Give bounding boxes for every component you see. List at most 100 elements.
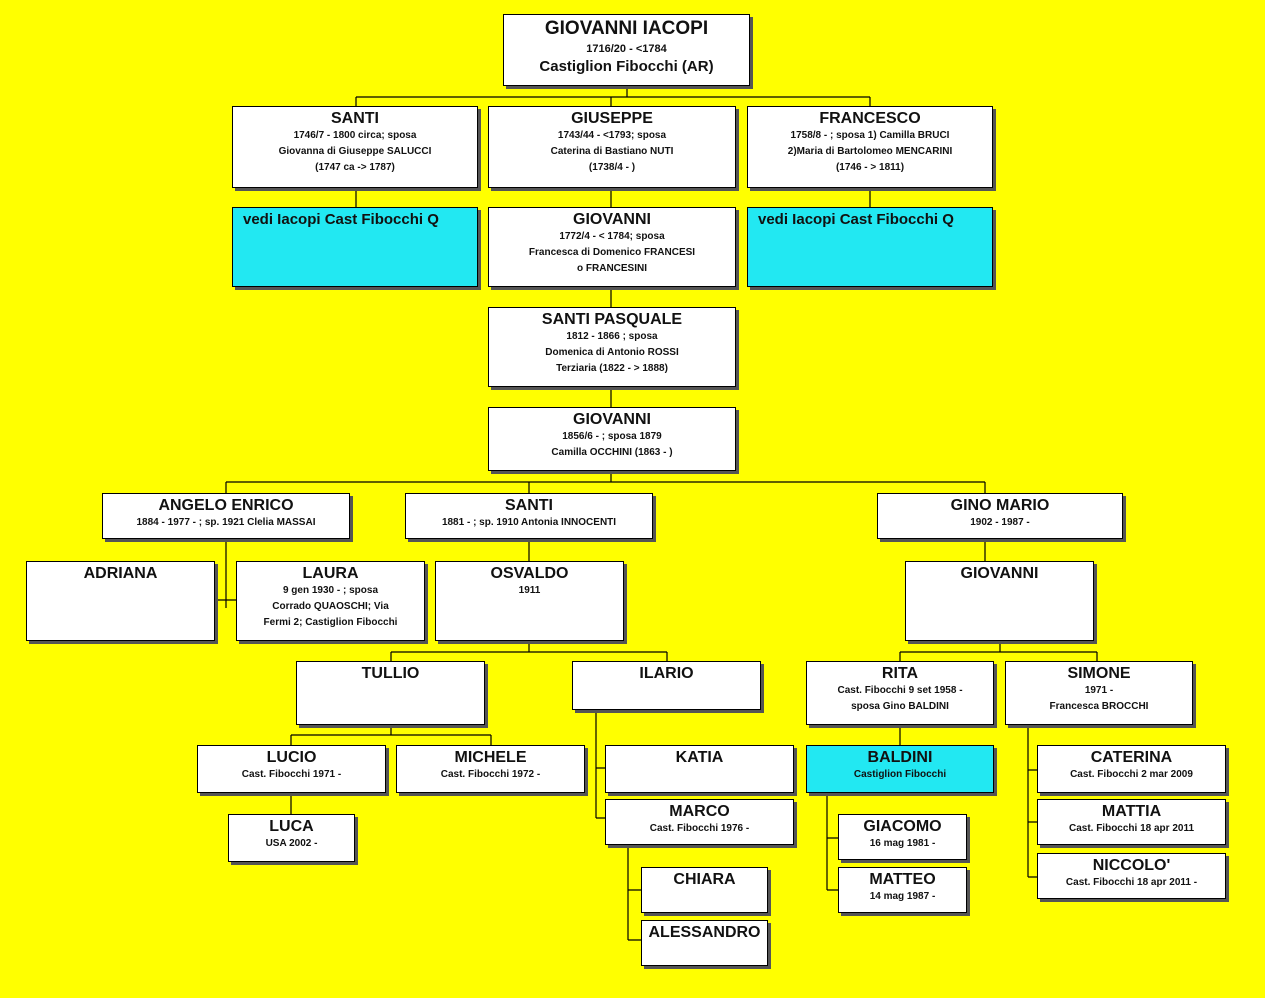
person-name: LAURA [302,565,359,582]
person-place: Castiglion Fibocchi (AR) [539,58,714,75]
person-simone: SIMONE 1971 - Francesca BROCCHI [1005,661,1193,725]
person-name: ANGELO ENRICO [158,497,294,514]
person-detail: Terziaria (1822 - > 1888) [556,363,668,374]
person-detail: (1746 - > 1811) [835,162,905,173]
person-detail: Cast. Fibocchi 2 mar 2009 [1070,769,1193,780]
person-name: GIACOMO [863,818,942,835]
person-name: CHIARA [673,871,736,888]
person-detail: (1738/4 - ) [588,162,636,173]
person-osvaldo: OSVALDO 1911 [435,561,624,641]
person-detail: Cast. Fibocchi 1971 - [241,769,342,780]
person-detail: Cast. Fibocchi 18 apr 2011 - [1065,877,1198,888]
person-name: MATTEO [869,871,936,888]
person-name: MICHELE [454,749,527,766]
person-name: SANTI [331,110,379,127]
person-name: ILARIO [639,665,694,682]
person-matteo: MATTEO 14 mag 1987 - [838,867,967,913]
person-giovanni-4: GIOVANNI [905,561,1094,641]
person-detail: Corrado QUAOSCHI; Via [272,601,389,612]
note-text: vedi Iacopi Cast Fibocchi Q [243,211,439,228]
person-gino-mario: GINO MARIO 1902 - 1987 - [877,493,1123,539]
person-detail: 14 mag 1987 - [869,891,936,902]
person-michele: MICHELE Cast. Fibocchi 1972 - [396,745,585,793]
person-adriana: ADRIANA [26,561,215,641]
person-detail: Francesca di Domenico FRANCESI [528,247,696,258]
person-name: GIOVANNI [573,411,651,428]
person-niccolo: NICCOLO' Cast. Fibocchi 18 apr 2011 - [1037,853,1226,899]
person-baldini: BALDINI Castiglion Fibocchi [806,745,994,793]
person-santi-pasquale: SANTI PASQUALE 1812 - 1866 ; sposa Domen… [488,307,736,387]
person-francesco: FRANCESCO 1758/8 - ; sposa 1) Camilla BR… [747,106,993,188]
person-detail: Giovanna di Giuseppe SALUCCI [278,146,432,157]
person-detail: Cast. Fibocchi 1972 - [440,769,541,780]
person-name: LUCA [269,818,314,835]
note-text: vedi Iacopi Cast Fibocchi Q [758,211,954,228]
person-detail: Cast. Fibocchi 9 set 1958 - [837,685,963,696]
person-mattia: MATTIA Cast. Fibocchi 18 apr 2011 [1037,799,1226,845]
person-giuseppe: GIUSEPPE 1743/44 - <1793; sposa Caterina… [488,106,736,188]
person-detail: 16 mag 1981 - [869,838,936,849]
person-name: MATTIA [1101,803,1162,820]
person-name: SANTI PASQUALE [541,311,683,328]
person-name: GIOVANNI [960,565,1039,582]
person-detail: 1902 - 1987 - [970,517,1030,528]
person-detail: 1856/6 - ; sposa 1879 [562,431,662,442]
person-name: GIOVANNI IACOPI [544,18,709,39]
person-detail: 1812 - 1866 ; sposa [566,331,658,342]
person-detail: Domenica di Antonio ROSSI [545,347,679,358]
person-detail: Francesca BROCCHI [1049,701,1149,712]
person-name: GINO MARIO [950,497,1050,514]
person-detail: 1743/44 - <1793; sposa [557,130,667,141]
person-name: SIMONE [1067,665,1131,682]
person-detail: 1758/8 - ; sposa 1) Camilla BRUCI [790,130,950,141]
person-name: ADRIANA [83,565,158,582]
person-name: MARCO [669,803,730,820]
note-see-iacopi-right: vedi Iacopi Cast Fibocchi Q [747,207,993,287]
person-lucio: LUCIO Cast. Fibocchi 1971 - [197,745,386,793]
person-katia: KATIA [605,745,794,793]
person-detail: 1772/4 - < 1784; sposa [559,231,665,242]
person-detail: (1747 ca -> 1787) [315,162,395,173]
person-detail: 9 gen 1930 - ; sposa [282,585,379,596]
person-giacomo: GIACOMO 16 mag 1981 - [838,814,967,860]
person-name: GIUSEPPE [571,110,653,127]
person-detail: Caterina di Bastiano NUTI [550,146,674,157]
person-detail: 2)Maria di Bartolomeo MENCARINI [787,146,953,157]
person-marco: MARCO Cast. Fibocchi 1976 - [605,799,794,845]
person-santi: SANTI 1746/7 - 1800 circa; sposa Giovann… [232,106,478,188]
person-name: TULLIO [361,665,420,682]
person-detail: Castiglion Fibocchi [853,769,947,780]
person-giovanni-iacopi: GIOVANNI IACOPI 1716/20 - <1784 Castigli… [503,14,750,86]
person-santi-2: SANTI 1881 - ; sp. 1910 Antonia INNOCENT… [405,493,653,539]
person-angelo-enrico: ANGELO ENRICO 1884 - 1977 - ; sp. 1921 C… [102,493,350,539]
person-caterina: CATERINA Cast. Fibocchi 2 mar 2009 [1037,745,1226,793]
person-rita: RITA Cast. Fibocchi 9 set 1958 - sposa G… [806,661,994,725]
person-name: CATERINA [1090,749,1173,766]
person-name: ALESSANDRO [648,924,761,941]
person-name: SANTI [505,497,553,514]
person-detail: USA 2002 - [265,838,318,849]
person-chiara: CHIARA [641,867,768,913]
person-detail: Cast. Fibocchi 18 apr 2011 [1068,823,1195,834]
person-detail: 1746/7 - 1800 circa; sposa [293,130,417,141]
person-detail: 1881 - ; sp. 1910 Antonia INNOCENTI [441,517,617,528]
person-detail: Fermi 2; Castiglion Fibocchi [263,617,398,628]
person-name: OSVALDO [490,565,569,582]
person-tullio: TULLIO [296,661,485,725]
note-see-iacopi-left: vedi Iacopi Cast Fibocchi Q [232,207,478,287]
person-name: RITA [881,665,919,682]
person-giovanni-2: GIOVANNI 1772/4 - < 1784; sposa Francesc… [488,207,736,287]
person-dates: 1716/20 - <1784 [586,43,667,55]
person-name: FRANCESCO [819,110,921,127]
person-name: NICCOLO' [1092,857,1171,874]
person-detail: 1911 [518,585,541,596]
person-name: KATIA [675,749,724,766]
person-ilario: ILARIO [572,661,761,710]
person-detail: Cast. Fibocchi 1976 - [649,823,750,834]
person-alessandro: ALESSANDRO [641,920,768,966]
person-name: LUCIO [266,749,317,766]
person-giovanni-3: GIOVANNI 1856/6 - ; sposa 1879 Camilla O… [488,407,736,471]
person-detail: o FRANCESINI [577,263,647,274]
person-detail: sposa Gino BALDINI [851,701,949,712]
